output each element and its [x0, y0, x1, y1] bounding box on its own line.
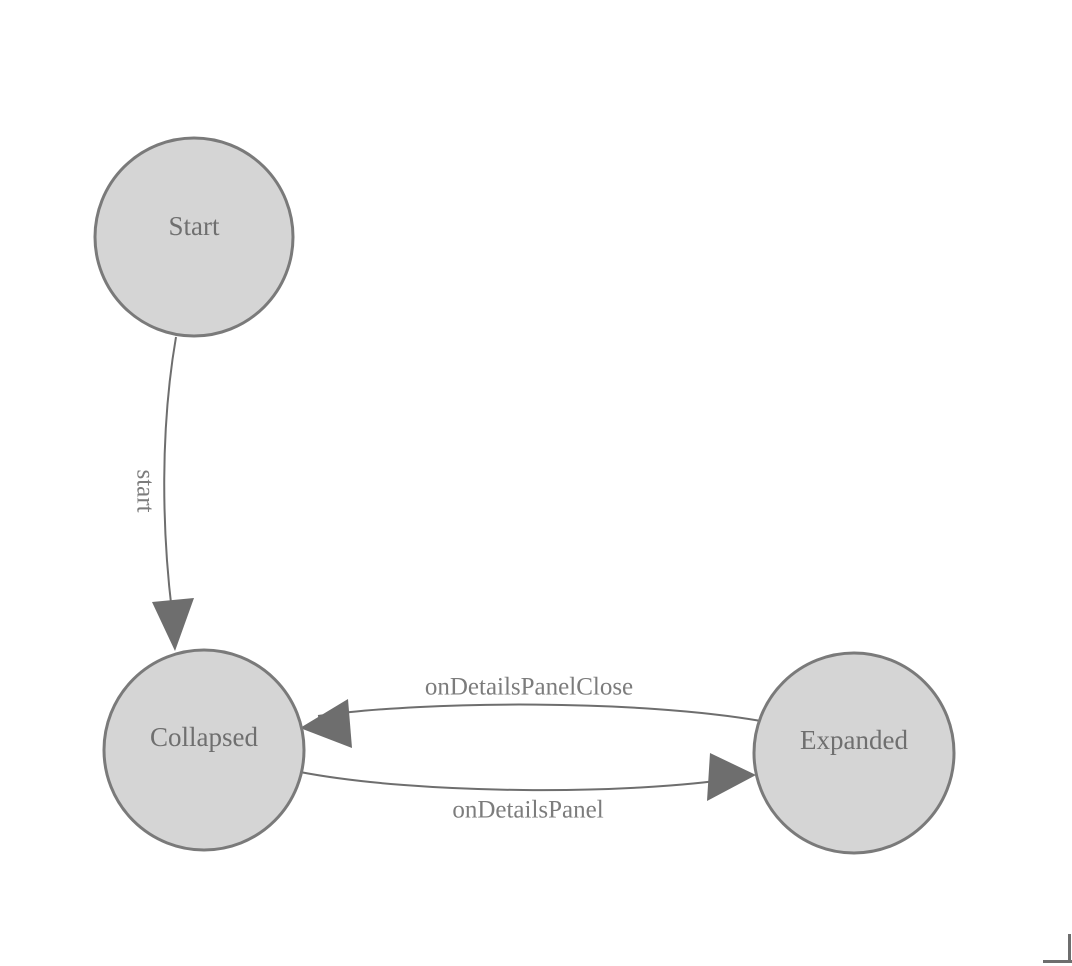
node-expanded[interactable]: Expanded: [752, 651, 956, 855]
arrowhead-collapsed-to-expanded: [707, 753, 756, 801]
edge-expanded-to-collapsed[interactable]: onDetailsPanelClose: [300, 674, 762, 748]
edge-label-on-details-panel-close: onDetailsPanelClose: [425, 674, 633, 701]
node-label-collapsed: Collapsed: [150, 722, 258, 752]
edge-path-start-to-collapsed: [163, 336, 177, 613]
edge-label-start: start: [131, 469, 158, 512]
corner-border-horizontal: [1043, 960, 1072, 963]
edge-collapsed-to-expanded[interactable]: onDetailsPanel: [299, 753, 756, 824]
node-shape-expanded: [752, 651, 956, 855]
node-shape-start: [93, 136, 295, 338]
edge-path-expanded-to-collapsed: [317, 703, 762, 722]
node-label-expanded: Expanded: [800, 725, 908, 755]
node-start[interactable]: Start: [93, 136, 295, 338]
edge-label-on-details-panel: onDetailsPanel: [452, 797, 603, 824]
edge-start-to-collapsed[interactable]: start: [131, 336, 194, 651]
node-shape-collapsed: [102, 648, 306, 852]
node-label-start: Start: [169, 211, 220, 241]
node-collapsed[interactable]: Collapsed: [102, 648, 306, 852]
corner-border-vertical: [1068, 934, 1071, 963]
edge-path-collapsed-to-expanded: [299, 771, 738, 792]
arrowhead-start-to-collapsed: [152, 598, 194, 651]
arrowhead-expanded-to-collapsed: [300, 699, 352, 748]
